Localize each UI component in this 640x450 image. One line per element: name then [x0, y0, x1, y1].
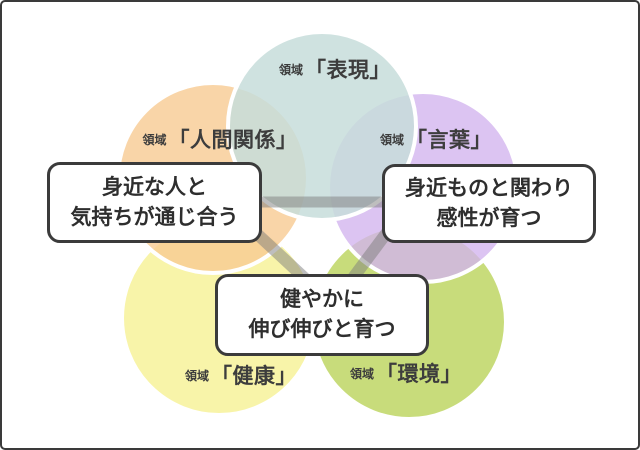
statement-box-sensitivity: 身近ものと関わり 感性が育つ [382, 164, 596, 243]
domain-name: 「言葉」 [406, 129, 493, 152]
domain-label-kotoba: 領域 「言葉」 [380, 124, 492, 154]
domain-prefix: 領域 [349, 366, 375, 381]
domain-label-kankyo: 領域 「環境」 [350, 358, 462, 388]
domain-label-hyogen: 領域 「表現」 [279, 54, 391, 84]
circle-hyogen [226, 30, 418, 222]
domain-name: 「健康」 [211, 365, 298, 388]
statement-line: 伸び伸びと育つ [248, 318, 396, 341]
statement-line: 気持ちが通じ合う [70, 205, 239, 229]
domain-prefix: 領域 [142, 132, 167, 147]
domain-prefix: 領域 [184, 368, 210, 383]
domain-label-ningen-kankei: 領域 「人間関係」 [142, 124, 297, 154]
domain-prefix: 領域 [379, 132, 405, 147]
statement-box-health: 健やかに 伸び伸びと育つ [215, 274, 429, 356]
domain-name: 「環境」 [376, 363, 463, 386]
statement-box-relationships: 身近な人と 気持ちが通じ合う [47, 162, 262, 243]
domain-label-kenko: 領域 「健康」 [185, 360, 297, 390]
statement-line: 身近ものと関わり [405, 176, 573, 200]
statement-line: 身近な人と [102, 175, 207, 199]
domain-prefix: 領域 [278, 62, 304, 77]
domain-name: 「人間関係」 [168, 129, 298, 152]
statement-line: 感性が育つ [436, 206, 542, 230]
domain-name: 「表現」 [305, 59, 392, 82]
statement-line: 健やかに [280, 288, 364, 312]
